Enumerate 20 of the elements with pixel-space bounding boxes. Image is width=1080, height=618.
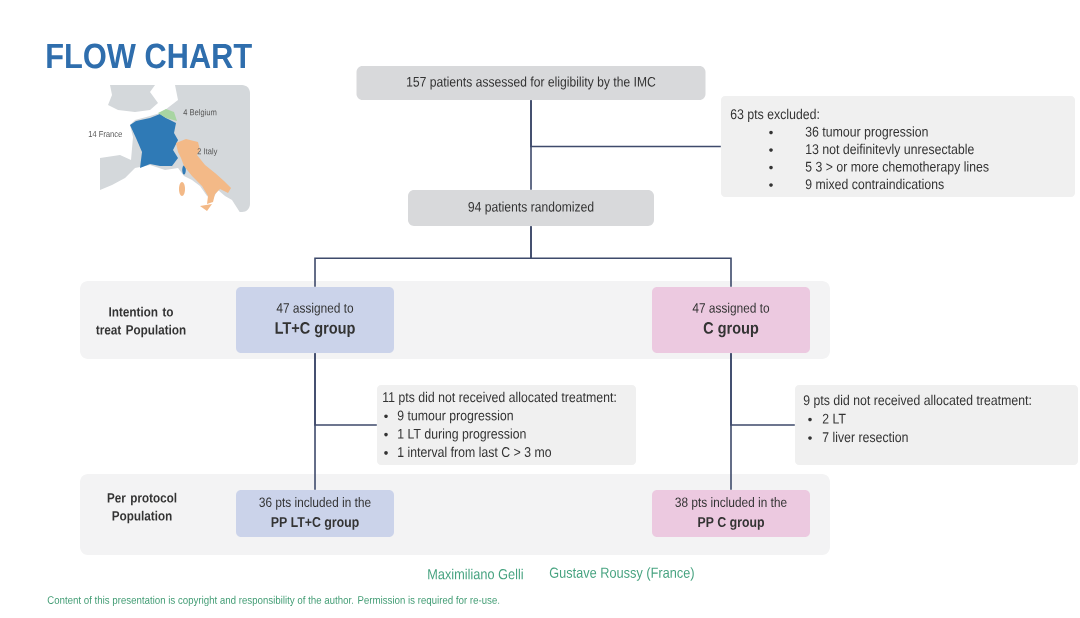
map-label: 2 Italy	[197, 148, 218, 156]
process-box: 94 patients randomized	[408, 190, 654, 226]
group-box: 47 assigned to LT+C group	[236, 287, 394, 353]
title: FLOW CHART	[47, 43, 252, 69]
connector-line	[730, 352, 796, 426]
note-box: 63 pts excluded: 36 tumour progression 13 not deifinitevly unresectable 5 3 > or more chemotherapy lines 9 mixed contraindications	[721, 96, 1075, 197]
connector-line	[530, 99, 722, 148]
group-box: 47 assigned to C group	[652, 287, 810, 353]
process-box: 157 patients assessed for eligibility by the IMC	[356, 66, 706, 100]
group-box: 38 pts included in the PP C group	[652, 490, 810, 537]
author-name: Maximiliano Gelli	[428, 568, 523, 580]
group-box: 36 pts included in the PP LT+C group	[236, 490, 394, 537]
copyright-notice: Content of this presentation is copyright and responsibility of the author. Permission is required for re-use.	[47, 595, 500, 607]
connector-line	[530, 225, 732, 288]
note-box: 9 pts did not received allocated treatment: 2 LT 7 liver resection	[795, 385, 1078, 465]
note-box: 11 pts did not received allocated treatment: 9 tumour progression 1 LT during progression 1 interval from last C > 3 mo	[377, 385, 636, 465]
map-label: 14 France	[88, 131, 122, 137]
map-label: 4 Belgium	[183, 109, 217, 117]
connector-line	[314, 352, 378, 426]
affiliation: Gustave Roussy (France)	[549, 567, 694, 581]
